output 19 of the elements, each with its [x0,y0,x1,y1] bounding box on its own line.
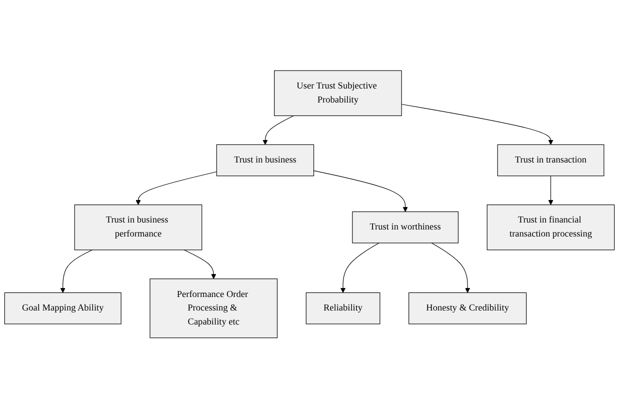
node-box: Trust in business performance [74,204,202,250]
node-box: Trust in financial transaction processing [486,204,615,250]
node-box: Honesty & Credibility [408,292,527,324]
node-box: User Trust Subjective Probability [274,70,402,116]
arrow [262,116,294,146]
arrow [60,250,93,294]
arrow [136,172,217,206]
arrow [431,242,470,294]
arrow [184,250,216,280]
arrow [548,176,554,206]
node-box: Reliability [306,292,380,324]
arrow [340,242,380,294]
arrow [401,104,554,146]
node-box: Goal Mapping Ability [4,292,122,324]
node-box: Trust in business [216,144,314,176]
node-box: Trust in transaction [497,144,604,176]
node-box: Trust in worthiness [352,212,458,244]
node-box: Performance Order Processing & Capability etc [150,278,278,338]
arrow [313,170,408,212]
